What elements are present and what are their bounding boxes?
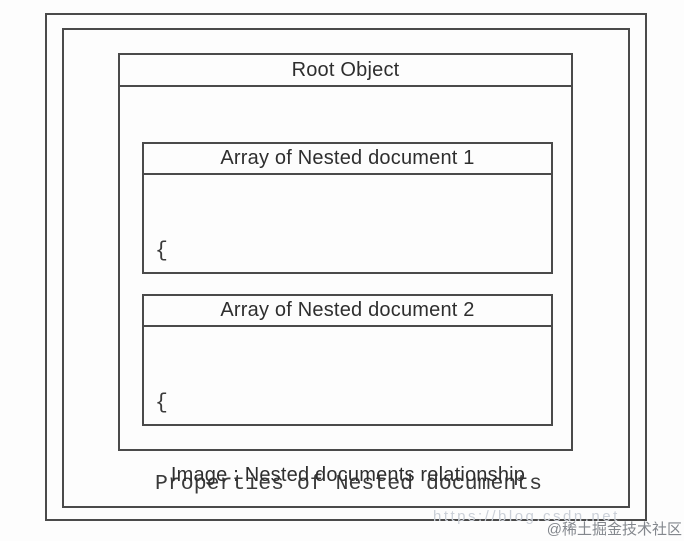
nested-document-1-title: Array of Nested document 1 [144,144,551,175]
code-line-properties: Properties of Nested documents [155,472,543,496]
inner-border-frame [62,28,630,508]
watermark-blog-url: https://blog.csdn.net [433,508,620,525]
outer-border-frame [45,13,647,521]
code-line-open-brace: { [155,391,168,415]
nested-document-2-title: Array of Nested document 2 [144,296,551,327]
root-object-title: Root Object [120,55,571,87]
nested-document-box-1: Array of Nested document 1 { Properties … [142,142,553,425]
nested-document-2-properties: { Properties of Nested documents } [144,327,551,541]
code-line-open-brace: { [155,239,168,263]
watermark-community-label: @稀土掘金技术社区 [546,521,682,538]
nested-document-box-2: Array of Nested document 2 { Properties … [142,294,553,496]
root-object-box: Root Object Array of Nested document 1 {… [118,53,573,496]
diagram-caption: Image : Nested documents relationship [170,464,526,486]
